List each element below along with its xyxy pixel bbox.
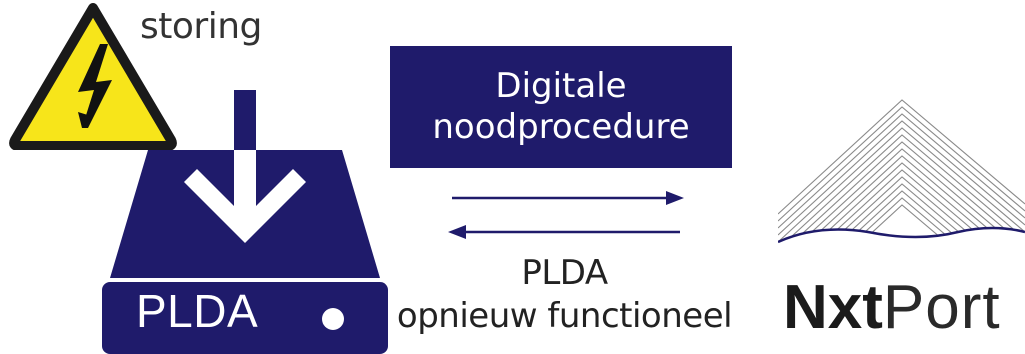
nxtport-wordmark-bold: Nxt: [783, 273, 883, 342]
left-arrow-icon: [448, 225, 680, 239]
status-line-1: PLDA: [521, 253, 608, 293]
storing-label: storing: [140, 6, 262, 47]
high-voltage-warning-icon: [9, 3, 177, 150]
download-drive-icon: [102, 90, 388, 354]
procedure-line-1: Digitale: [495, 66, 627, 107]
status-line-2: opnieuw functioneel: [396, 295, 733, 336]
procedure-box: Digitale noodprocedure: [390, 46, 732, 168]
status-text: PLDA opnieuw functioneel: [382, 252, 747, 337]
right-arrow-icon: [452, 191, 684, 205]
procedure-line-2: noodprocedure: [432, 107, 690, 147]
nxtport-logo-icon: [778, 99, 1025, 254]
nxtport-wordmark-light: Port: [882, 273, 1001, 342]
nxtport-wordmark: NxtPort: [783, 272, 1001, 343]
exchange-arrows: [448, 191, 684, 239]
drive-label: PLDA: [136, 285, 259, 337]
